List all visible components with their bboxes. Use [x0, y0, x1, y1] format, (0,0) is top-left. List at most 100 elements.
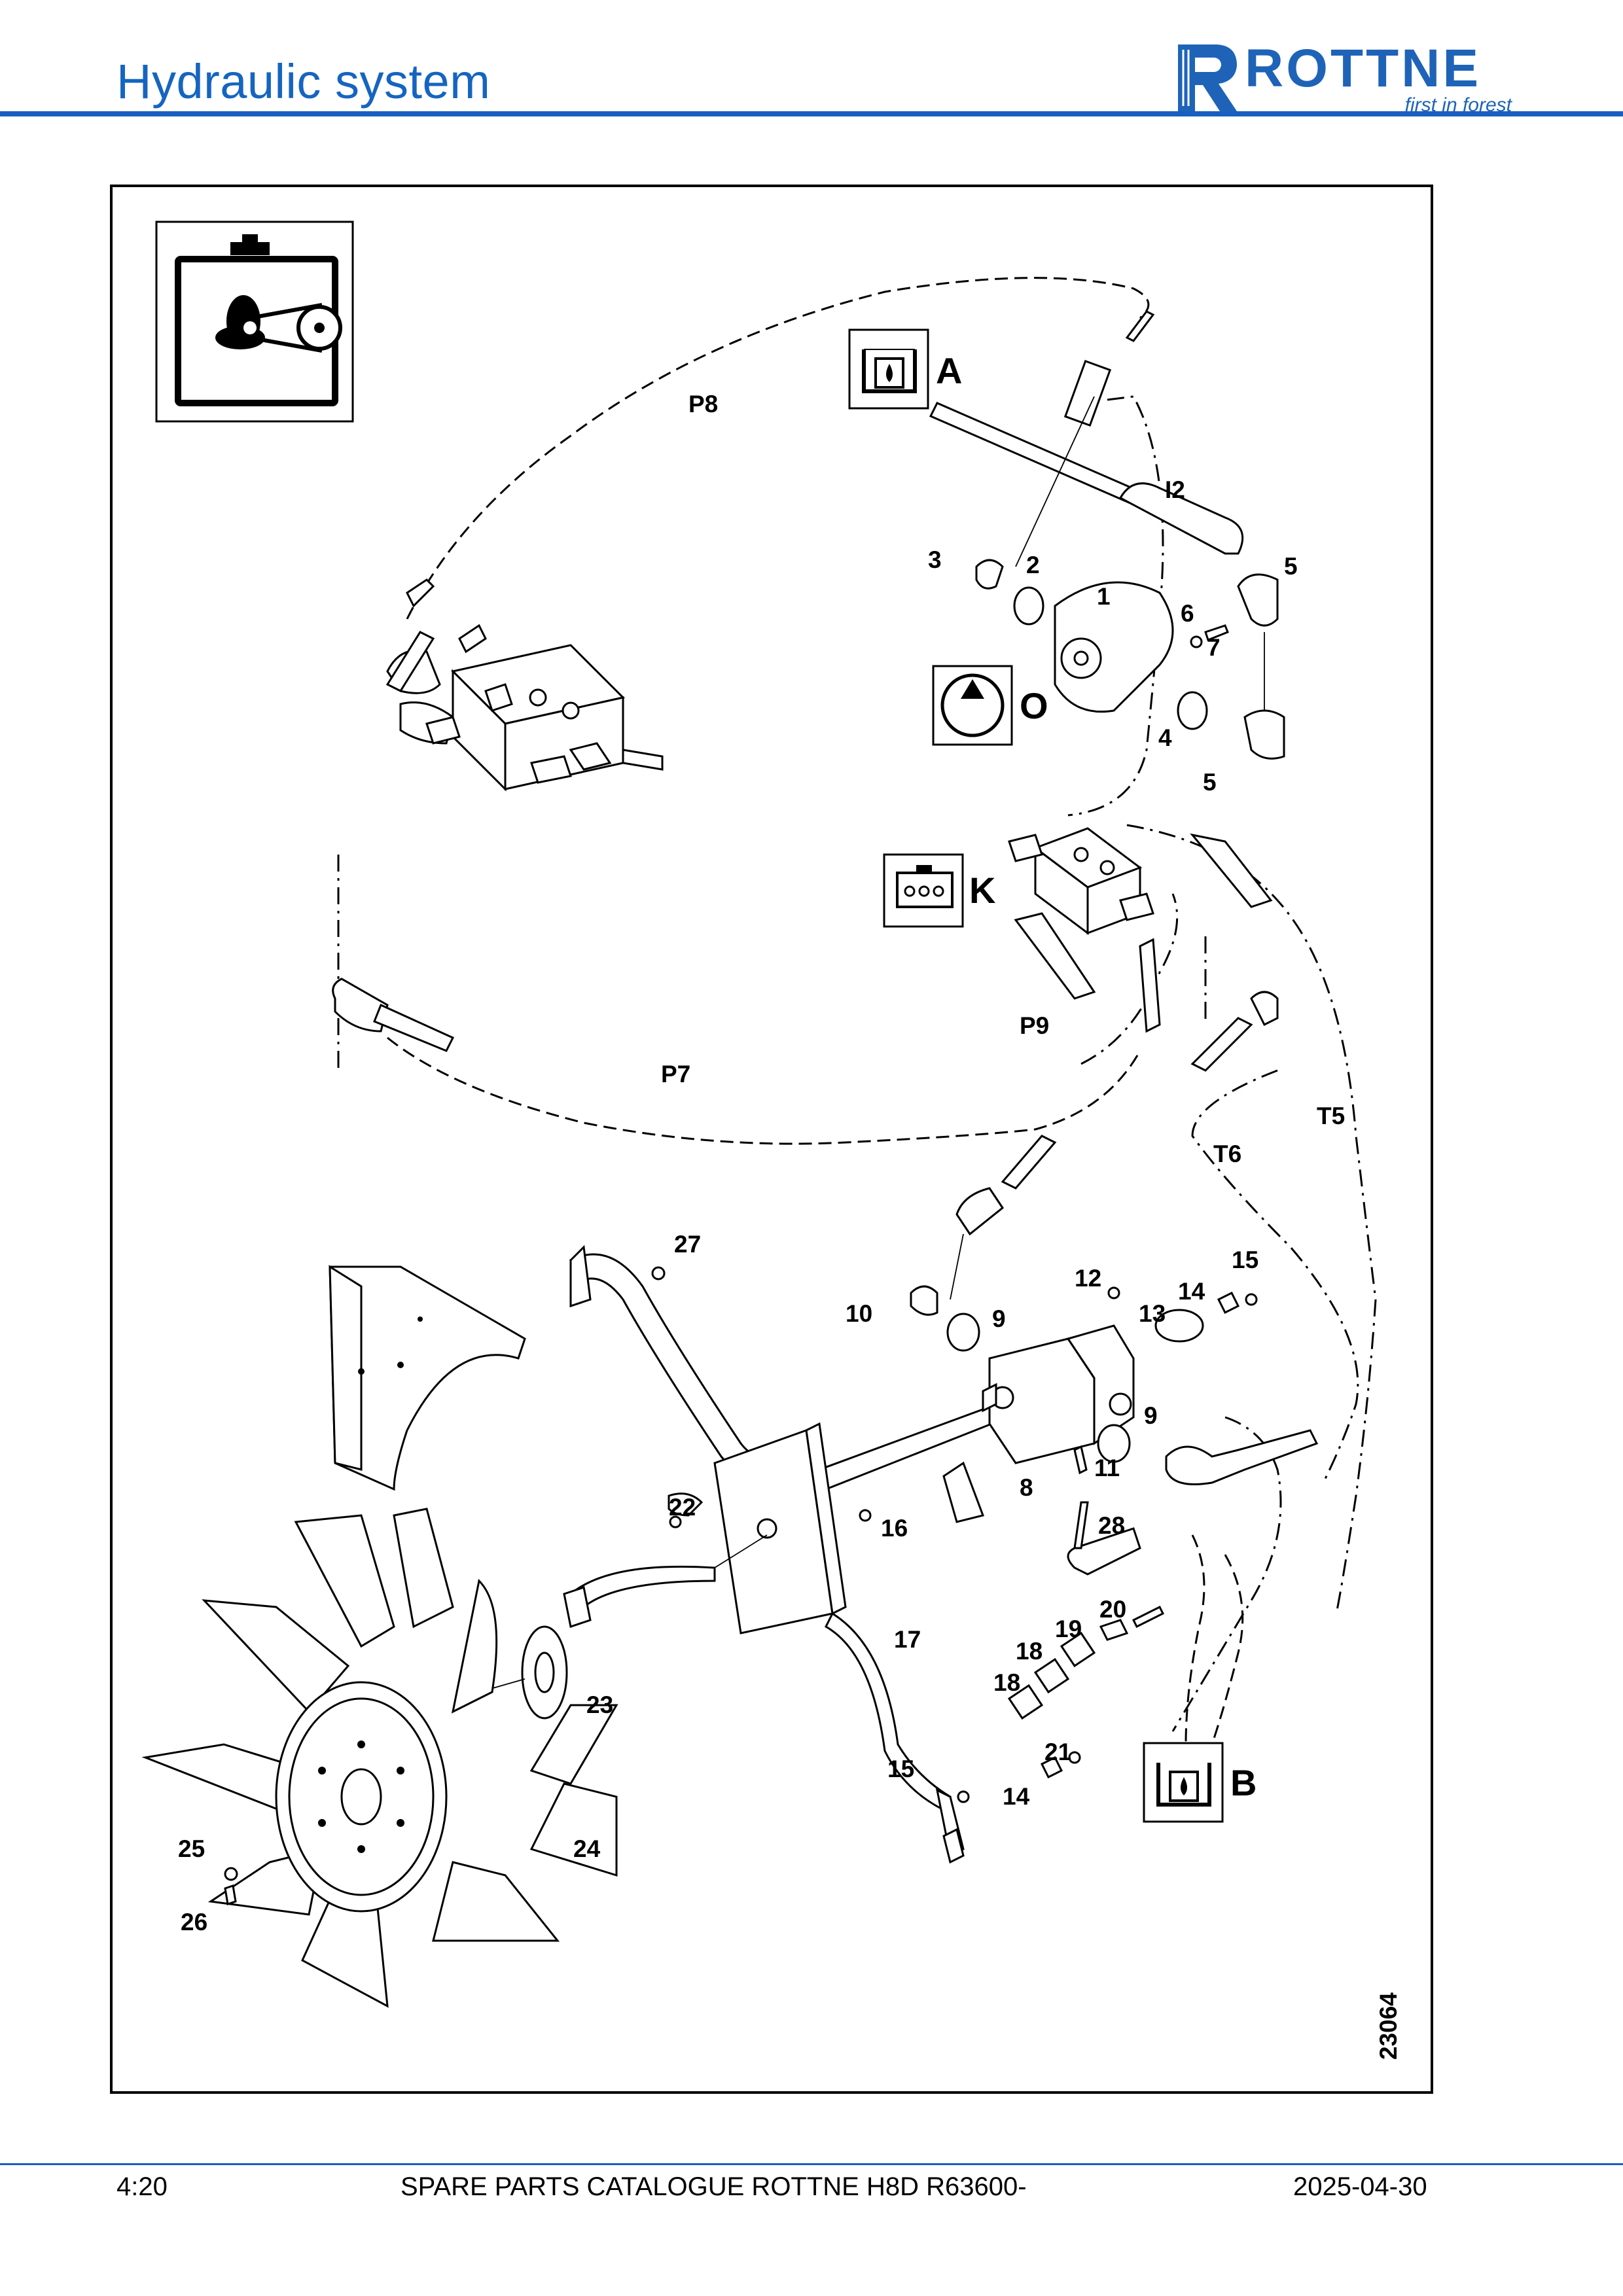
valve-block-k	[1008, 827, 1279, 1072]
valve-block-m	[386, 578, 664, 792]
screw-26	[224, 1884, 237, 1905]
part-label-5-bottom: 5	[1203, 769, 1217, 796]
valve-block-icon	[883, 853, 964, 928]
part-label-7: 7	[1207, 634, 1221, 661]
line-label-t6: T6	[1213, 1140, 1241, 1167]
adapter-9-top	[946, 1313, 980, 1352]
part-label-15-top: 15	[1232, 1246, 1258, 1273]
part-label-2: 2	[1026, 552, 1040, 578]
part-label-15-bottom: 15	[887, 1756, 914, 1782]
hose-fitting-i2	[1118, 482, 1244, 555]
footer-date: 2025-04-30	[1293, 2172, 1427, 2201]
line-label-i2: I2	[1165, 476, 1185, 503]
footer-catalogue-title: SPARE PARTS CATALOGUE ROTTNE H8D R63600-	[401, 2172, 1027, 2201]
part-label-6: 6	[1181, 600, 1194, 627]
part-label-3: 3	[928, 546, 942, 573]
screw-16	[859, 1509, 872, 1522]
elbow-10	[910, 1285, 938, 1316]
part-label-23: 23	[586, 1691, 613, 1718]
clamp-group	[957, 1605, 1165, 1803]
clamp-13	[1154, 1309, 1204, 1343]
adapter-4	[1177, 691, 1208, 730]
elbow-5-bottom	[1243, 709, 1285, 760]
part-label-17: 17	[894, 1626, 921, 1653]
part-label-22: 22	[669, 1494, 696, 1521]
part-label-5-top: 5	[1284, 553, 1298, 580]
line-label-p9: P9	[1020, 1012, 1049, 1039]
washer-6	[1190, 635, 1203, 648]
part-label-21: 21	[1044, 1739, 1071, 1765]
part-label-24: 24	[573, 1835, 601, 1862]
view-label-k: K	[969, 870, 995, 911]
hose-28	[1067, 1527, 1141, 1576]
hose-end-top	[1125, 310, 1155, 342]
header-rule	[0, 111, 1623, 116]
adapter-9-bottom	[1097, 1424, 1131, 1463]
brand-name: ROTTNE	[1245, 39, 1482, 98]
part-label-13: 13	[1139, 1300, 1166, 1327]
hose-p8	[406, 277, 1150, 620]
part-label-28: 28	[1098, 1512, 1125, 1539]
fan-24	[141, 1508, 618, 2008]
hose-p7-end	[332, 978, 389, 1033]
elbow-5-top	[1237, 573, 1279, 627]
screw-22	[669, 1515, 682, 1528]
fan-shroud	[329, 1265, 526, 1491]
hose-return-b2	[1211, 1554, 1244, 1745]
radiator-fan-icon	[155, 221, 354, 423]
tank-icon	[1143, 1742, 1224, 1823]
hose-t5	[1126, 824, 1377, 1614]
hydraulic-motor-8	[982, 1324, 1135, 1464]
pump-icon	[932, 665, 1013, 746]
part-label-14-bottom: 14	[1003, 1783, 1030, 1810]
part-label-20: 20	[1099, 1596, 1126, 1623]
part-label-9-top: 9	[992, 1305, 1006, 1332]
hose-p9-fitting	[955, 1187, 1005, 1236]
part-label-25: 25	[178, 1835, 205, 1862]
hose-pump-link	[1067, 395, 1164, 817]
page-title: Hydraulic system	[116, 54, 491, 109]
part-label-4: 4	[1158, 724, 1172, 751]
view-label-o: O	[1020, 685, 1048, 726]
nut-15-top	[1245, 1293, 1258, 1306]
brand-logo: ROTTNE first in forest	[1171, 38, 1512, 116]
line-label-t5: T5	[1317, 1103, 1345, 1129]
part-label-19: 19	[1055, 1616, 1082, 1642]
bracket-frame	[563, 1245, 1077, 1864]
part-label-8: 8	[1020, 1474, 1033, 1501]
nipple-11	[1073, 1445, 1088, 1475]
hose-p8-end	[385, 631, 435, 692]
gear-pump-1	[1054, 581, 1174, 713]
part-label-18-left: 18	[993, 1669, 1020, 1696]
washer-25	[224, 1867, 238, 1881]
line-label-p8: P8	[688, 391, 718, 417]
hose-return-fitting	[1165, 1429, 1319, 1485]
part-label-11: 11	[1094, 1455, 1120, 1481]
rottne-emblem-icon	[1178, 44, 1237, 111]
hose-p7	[387, 1036, 1141, 1145]
screw-7	[1204, 624, 1229, 641]
part-label-27: 27	[674, 1231, 701, 1258]
drawing-number: 23064	[1375, 1992, 1402, 2060]
part-label-1: 1	[1097, 583, 1111, 610]
tank-icon	[848, 328, 929, 410]
part-label-18-right: 18	[1016, 1638, 1043, 1665]
hydraulic-exploded-drawing: A O M	[141, 221, 1402, 2060]
part-label-16: 16	[881, 1515, 908, 1542]
view-label-a: A	[936, 350, 962, 391]
part-label-10: 10	[846, 1300, 872, 1327]
line-label-p7: P7	[661, 1061, 690, 1087]
exploded-view-frame: A O M	[110, 185, 1433, 2094]
hose-return-b	[1185, 1534, 1205, 1745]
part-label-9-bottom: 9	[1144, 1402, 1158, 1429]
elbow-fitting-3	[975, 559, 1004, 590]
tube-28-stem	[1073, 1501, 1089, 1549]
view-label-b: B	[1230, 1762, 1257, 1803]
hose-p7-tube	[373, 1003, 455, 1052]
nut-15-bottom	[957, 1790, 970, 1803]
adapter-2	[1013, 586, 1044, 626]
hose-ferrule	[1063, 359, 1112, 427]
part-label-12: 12	[1075, 1265, 1101, 1292]
bracket-14-top	[1217, 1291, 1240, 1315]
footer-rule	[0, 2163, 1623, 2165]
